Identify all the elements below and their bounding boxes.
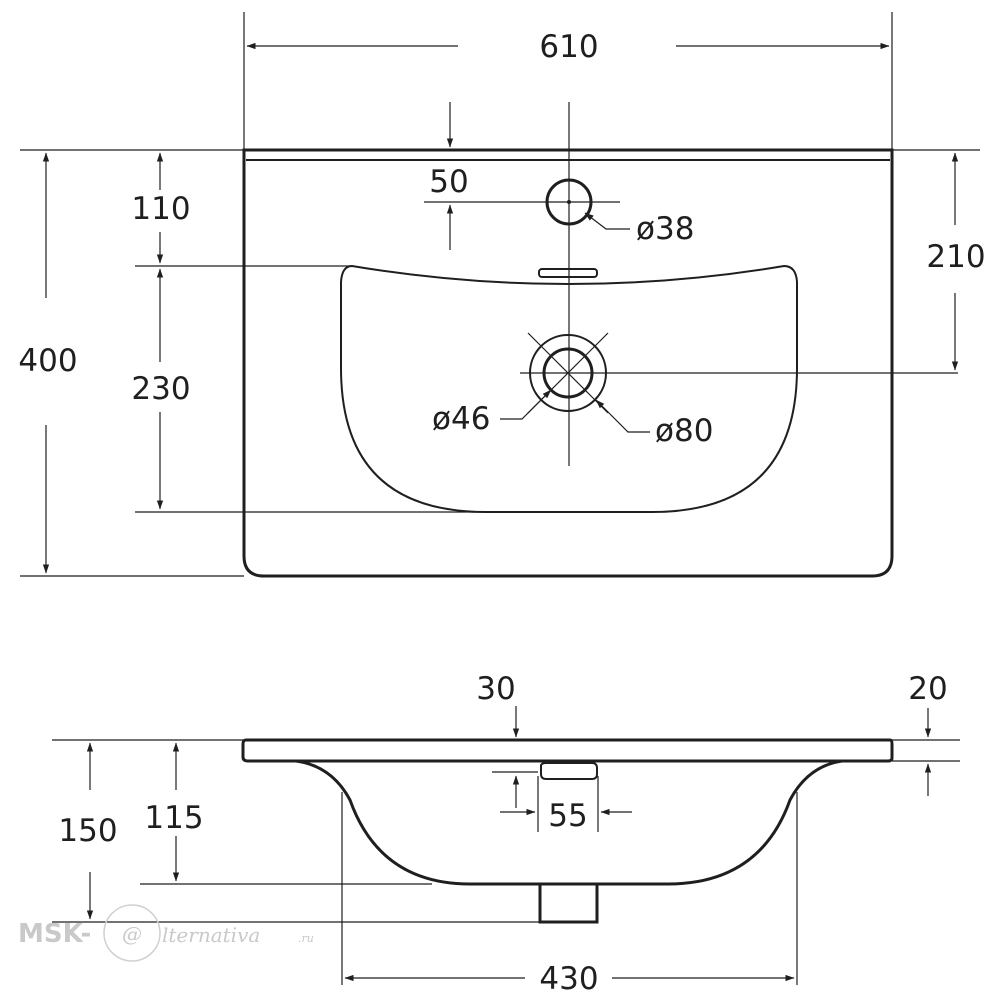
watermark-brand-right: lternativa (162, 923, 260, 947)
basin-outline-top (242, 148, 894, 578)
watermark-ring (103, 904, 161, 962)
watermark-domain: .ru (298, 932, 314, 945)
watermark-glyph: @ (122, 922, 142, 946)
watermark: MSK- @ lternativa .ru (18, 904, 314, 962)
leader-38 (584, 212, 630, 230)
dim-115-label: 115 (144, 800, 203, 836)
dim-50-label: 50 (429, 164, 468, 200)
side-view: 30 20 55 150 115 430 (52, 671, 960, 997)
dim-610-label: 610 (539, 29, 598, 65)
watermark-brand-left: MSK- (18, 919, 91, 949)
top-view: 610 400 110 230 50 210 ø38 ø46 ø80 (18, 12, 986, 578)
bowl-outline-top (340, 264, 798, 513)
drain-pipe (538, 882, 599, 924)
dim-46-label: ø46 (432, 401, 490, 437)
leader-46 (500, 389, 552, 420)
dim-400-label: 400 (18, 343, 77, 379)
dim-110-label: 110 (131, 191, 190, 227)
dim-230-label: 230 (131, 371, 190, 407)
bowl-outline-side (295, 759, 843, 886)
overflow-section (540, 762, 598, 780)
dim-20-label: 20 (908, 671, 947, 707)
dim-38-label: ø38 (636, 211, 694, 247)
dim-55-label: 55 (548, 798, 587, 834)
dim-150-label: 150 (58, 813, 117, 849)
overflow-slot (538, 268, 598, 278)
dim-210-label: 210 (926, 239, 985, 275)
dim-430-label: 430 (539, 961, 598, 997)
leader-80 (595, 399, 650, 433)
dim-30-label: 30 (476, 671, 515, 707)
deck-outline (241, 738, 894, 763)
dim-80-label: ø80 (655, 413, 713, 449)
